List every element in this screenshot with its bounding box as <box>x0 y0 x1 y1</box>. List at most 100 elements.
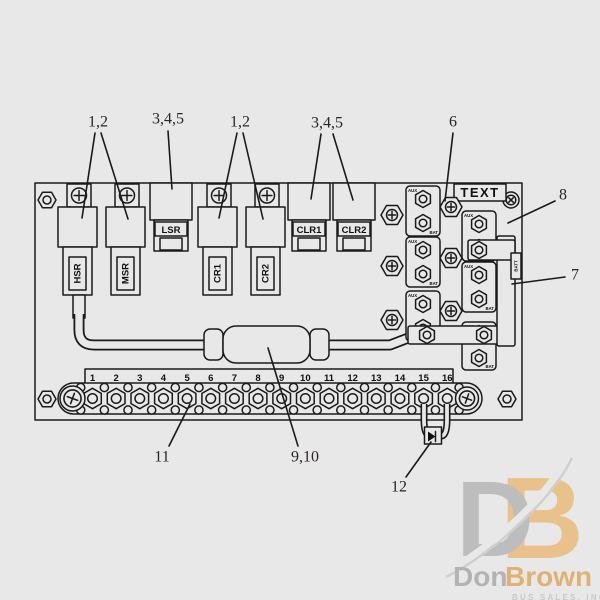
terminal-stud-16-hole <box>441 392 453 405</box>
socket-label-box <box>337 221 371 237</box>
callout-leader <box>81 132 96 219</box>
breaker-stud-label-bat: BAT <box>485 364 494 369</box>
socket-label: CLR1 <box>297 225 323 236</box>
socket-body <box>287 182 331 221</box>
breaker-stud-label-bat: BAT <box>429 281 438 286</box>
fuse-holder <box>222 325 311 364</box>
relay-label-box <box>256 256 275 291</box>
cross-line <box>69 392 76 405</box>
busbar-stud-hole <box>479 330 489 340</box>
batt-tag-label: BATT <box>514 260 519 272</box>
logo-name-brown: Brown <box>505 561 592 592</box>
plate-hole <box>406 405 417 415</box>
terminal-number: 2 <box>114 373 119 384</box>
relay-label-box <box>116 256 135 291</box>
plate-hole <box>170 405 181 415</box>
breaker-stud-label-aux: AUX <box>408 188 417 193</box>
breaker-stud-label-aux: AUX <box>464 213 473 218</box>
callout-leader <box>267 347 299 447</box>
logo-swoosh-line <box>445 457 574 579</box>
plate-hole <box>359 405 370 415</box>
breaker-stud-hole <box>418 269 428 279</box>
cross-line <box>508 197 514 203</box>
callout-leader <box>444 132 454 202</box>
logo-name-don: Don <box>453 561 507 592</box>
socket-body <box>332 182 376 221</box>
breaker-stud-hole <box>418 194 428 204</box>
breaker-stud-label-aux: AUX <box>408 293 417 298</box>
screw-cross <box>121 189 133 202</box>
callout-label: 11 <box>154 449 169 466</box>
fuse-end-cap <box>203 328 224 361</box>
plate-hole <box>99 382 110 393</box>
plate-hole <box>265 405 275 415</box>
callout-leader <box>167 130 173 190</box>
relay-label: MSR <box>121 263 132 284</box>
callout-leader <box>332 133 354 201</box>
plate-hole <box>265 382 275 393</box>
breaker-body <box>405 185 441 237</box>
relay-label: CR1 <box>213 263 224 283</box>
socket-label: CLR2 <box>342 225 367 236</box>
relay-label-box <box>208 256 227 291</box>
plate-hole <box>146 405 157 415</box>
plate-hole <box>241 382 252 393</box>
terminal-stud-6-hole <box>205 392 217 405</box>
callout-leader <box>168 403 191 447</box>
terminal-number: 6 <box>208 373 213 384</box>
relay-label-box <box>68 256 87 291</box>
relay-label: HSR <box>73 263 84 283</box>
terminal-number: 11 <box>324 373 335 384</box>
terminal-stud-5-hole <box>181 392 193 405</box>
screw-cross <box>73 189 85 202</box>
plate-hole <box>241 405 252 415</box>
diode-assembly <box>420 404 451 445</box>
callout-leader <box>405 441 432 478</box>
breaker-stud-hole <box>474 353 484 363</box>
plate-hole <box>217 405 228 415</box>
terminal-number: 5 <box>184 373 190 384</box>
terminal-number: 14 <box>395 373 406 384</box>
screw-cross <box>387 315 397 325</box>
terminal-stud-7-hole <box>228 392 240 405</box>
corner-hex-hole <box>42 195 52 205</box>
callout-leader <box>507 200 556 224</box>
breaker-body <box>405 236 441 288</box>
plate-hole <box>217 382 228 393</box>
terminal-stud-12-hole <box>347 392 359 405</box>
terminal-number: 8 <box>255 373 260 384</box>
screw-cross <box>213 189 225 202</box>
terminal-number: 10 <box>300 373 311 384</box>
breaker-6-1: AUX BAT <box>405 185 441 237</box>
plate-hole <box>99 405 110 415</box>
plate-hole <box>288 382 299 393</box>
callout-label: 6 <box>449 114 457 131</box>
terminal-stud-11-hole <box>323 392 335 405</box>
plate-hole <box>312 382 323 393</box>
socket-clr2: CLR2 <box>332 182 376 252</box>
breaker-stud-label-bat: BAT <box>429 230 438 235</box>
terminal-stud-2-hole <box>110 392 122 405</box>
socket-label-box <box>154 221 188 237</box>
callout-leader <box>100 132 129 220</box>
callout-leader <box>310 133 322 200</box>
terminal-stud-14-hole <box>394 392 406 405</box>
callout-label: 3,4,5 <box>152 111 184 128</box>
breaker-body <box>461 261 497 313</box>
terminal-number: 15 <box>418 373 429 384</box>
callout-leader <box>511 276 566 285</box>
breaker-stud-hole <box>474 219 484 229</box>
text-plate-label: TEXT <box>460 185 499 200</box>
terminal-number: 13 <box>371 373 382 384</box>
callout-label: 3,4,5 <box>311 115 343 132</box>
socket-foot <box>342 237 366 251</box>
breaker-stud-hole <box>474 270 484 280</box>
screw-cross <box>508 197 514 203</box>
breaker-stud-hole <box>418 218 428 228</box>
plate-hole <box>194 382 204 393</box>
logo-swoosh-highlight <box>440 453 572 578</box>
terminal-stud-4-hole <box>157 392 169 405</box>
plate-hole <box>430 405 441 415</box>
